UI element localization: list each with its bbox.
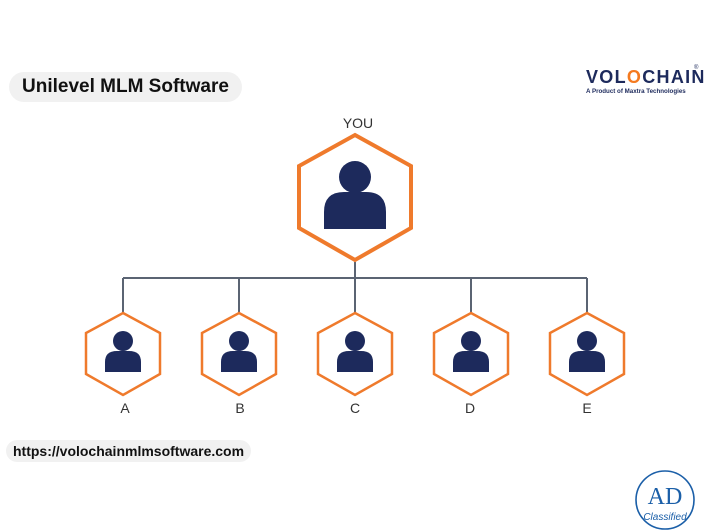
badge-caption: Classified: [643, 512, 687, 523]
root-label: YOU: [343, 115, 373, 131]
child-label-b: B: [235, 400, 244, 416]
logo-word-part-3: CHAIN: [642, 67, 706, 87]
user-icon: [453, 331, 489, 372]
logo-word-part-2: O: [626, 67, 643, 87]
child-node-a: [84, 311, 162, 397]
child-label-c: C: [350, 400, 360, 416]
website-url: https://volochainmlmsoftware.com: [6, 440, 252, 462]
logo-word-part-1: VOL: [586, 67, 627, 87]
page-title: Unilevel MLM Software: [9, 72, 242, 102]
user-icon: [105, 331, 141, 372]
badge-letters: AD: [648, 484, 683, 510]
child-label-a: A: [120, 400, 130, 416]
child-node-e: [548, 311, 626, 397]
child-node-b: [200, 311, 278, 397]
connector-lines: [122, 262, 588, 313]
child-node-c: [316, 311, 394, 397]
child-label-d: D: [465, 400, 475, 416]
child-label-e: E: [582, 400, 591, 416]
user-icon: [337, 331, 373, 372]
logo-tagline: A Product of Maxtra Technologies: [586, 88, 686, 95]
logo-wordmark: VOLOCHAIN: [586, 68, 704, 86]
badge-ring: [635, 470, 695, 530]
user-icon: [221, 331, 257, 372]
user-icon: [324, 161, 386, 229]
ad-classified-badge: AD Classified: [635, 470, 695, 530]
user-icon: [569, 331, 605, 372]
logo-registered-mark: ®: [694, 65, 699, 71]
root-node: [297, 132, 413, 263]
volochain-logo: VOLOCHAIN ® A Product of Maxtra Technolo…: [586, 65, 704, 102]
child-node-d: [432, 311, 510, 397]
